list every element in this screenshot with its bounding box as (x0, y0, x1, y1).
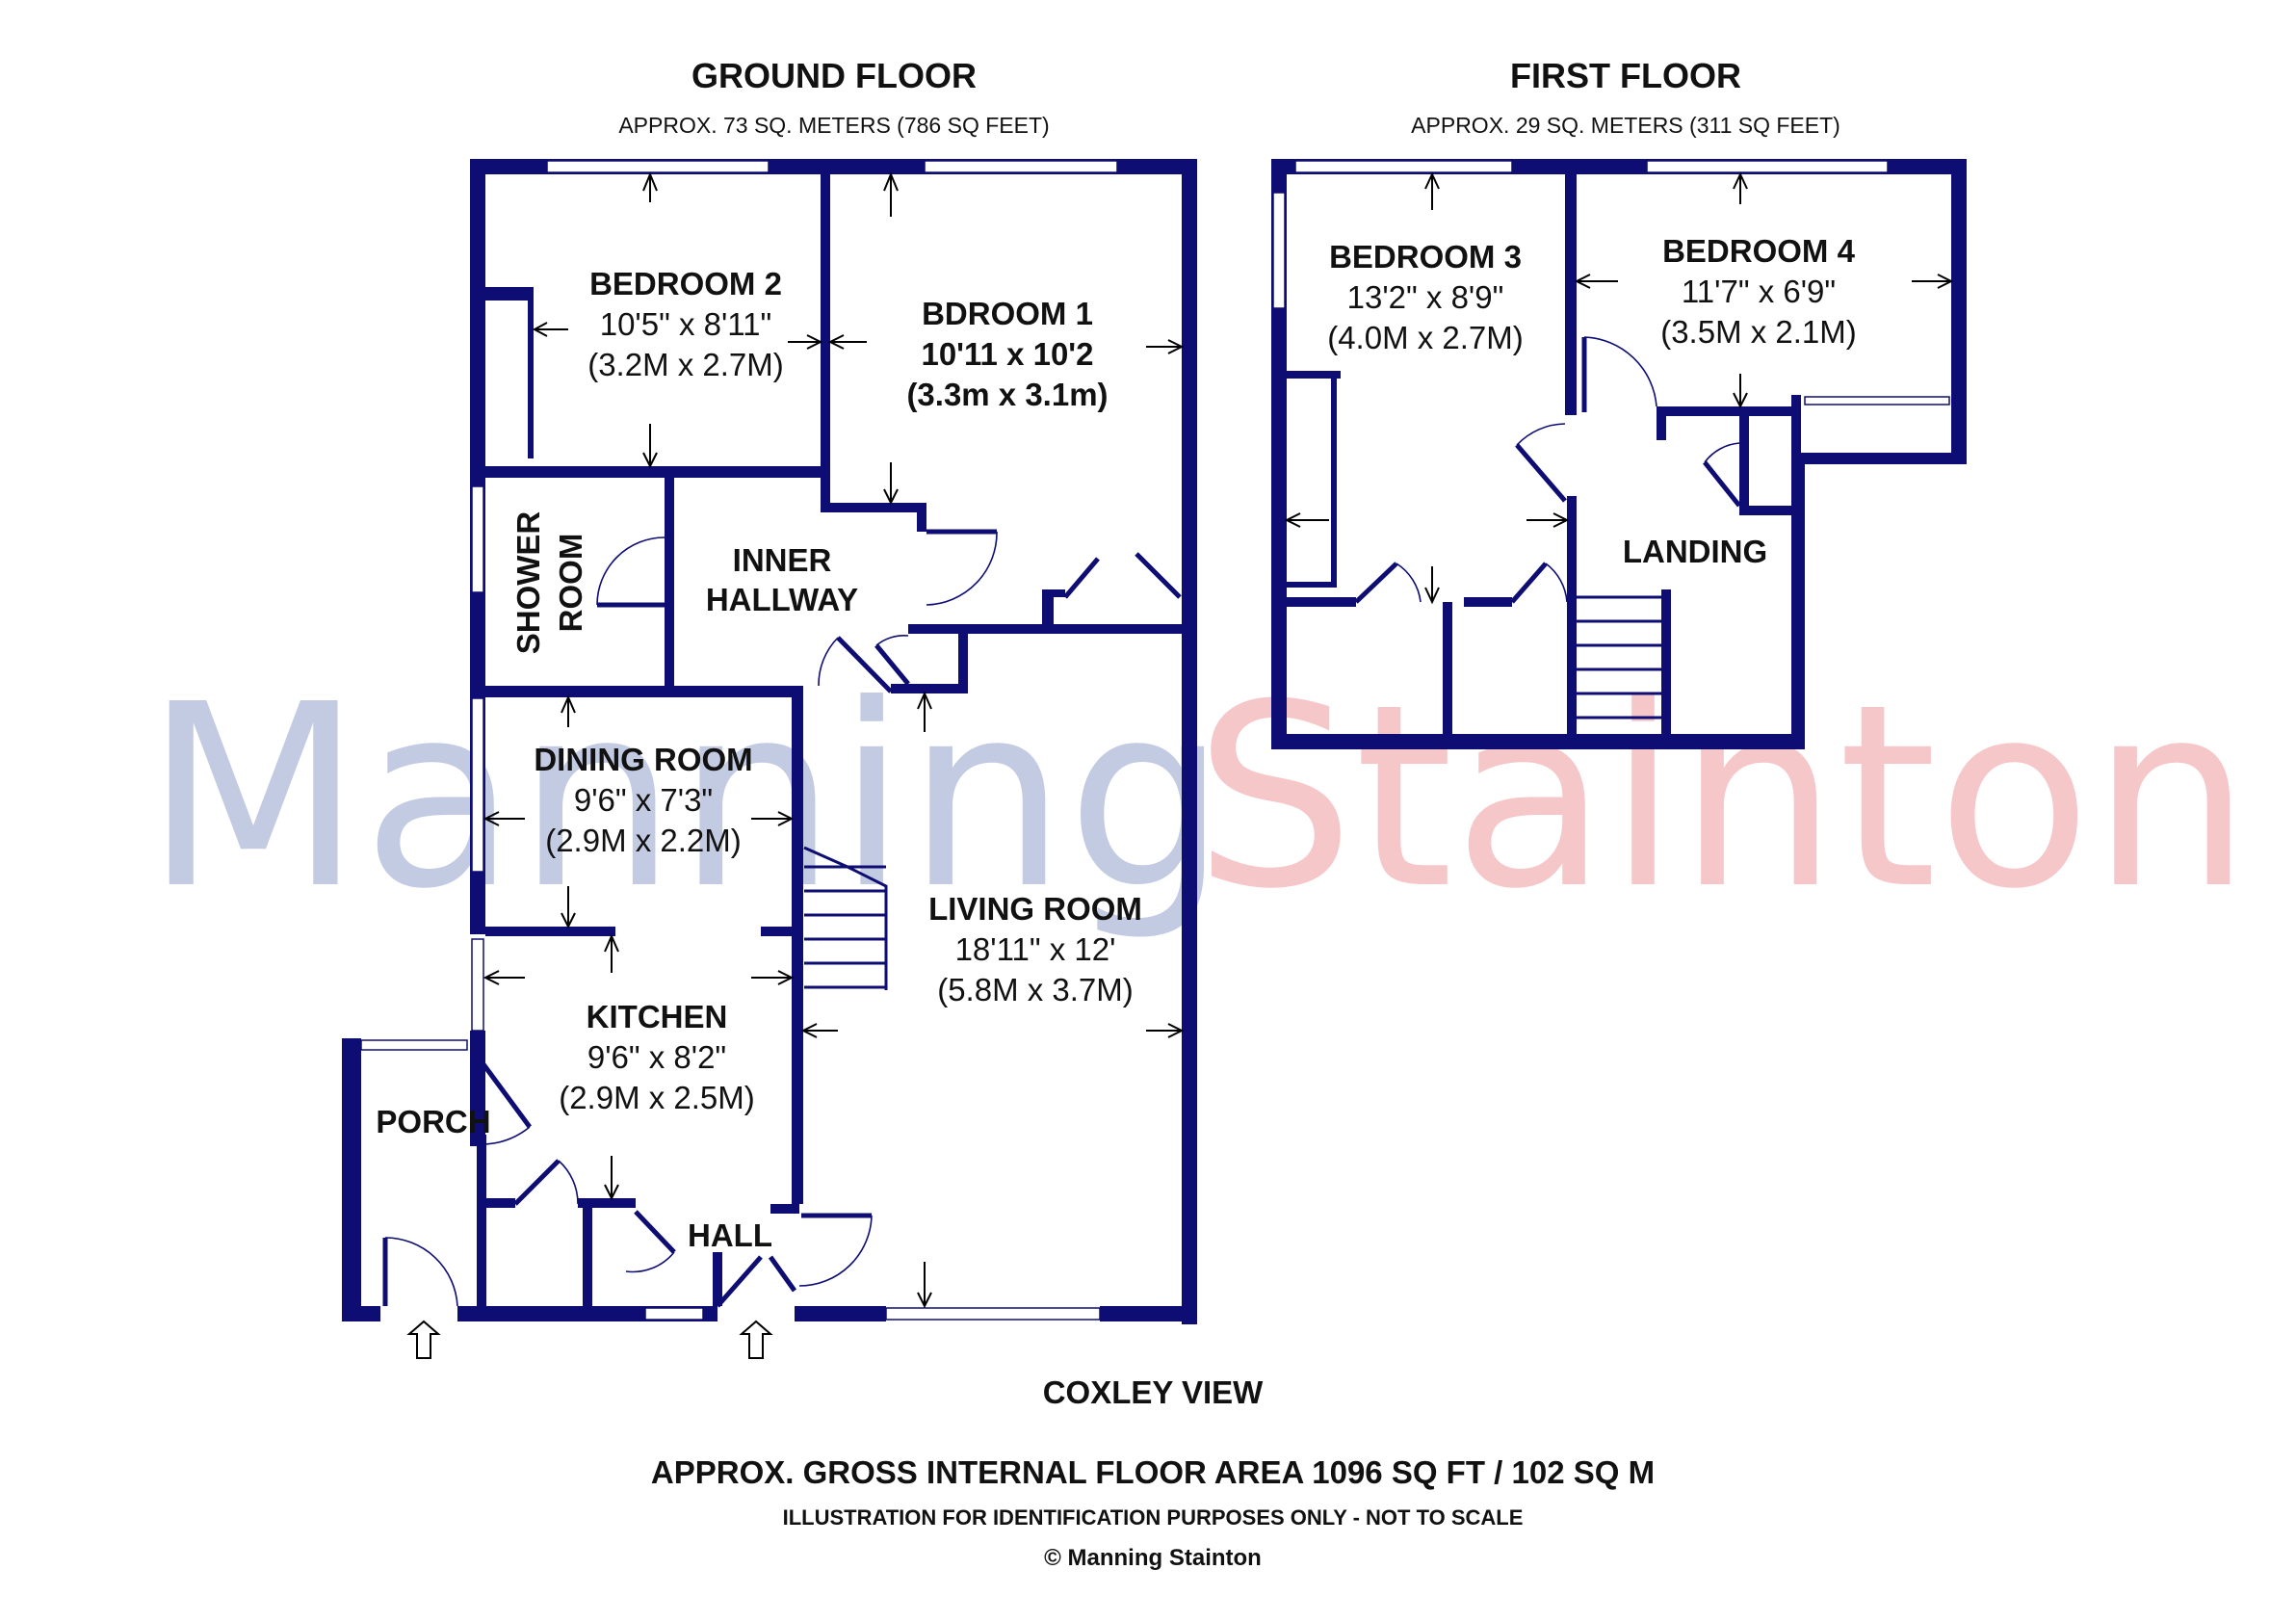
kitchen-name: KITCHEN (587, 999, 728, 1034)
room-bedroom-2: BEDROOM 2 10'5" x 8'11" (3.2M x 2.7M) (587, 266, 784, 382)
living-room-dimensions: 18'11" x 12' (955, 931, 1116, 967)
bedroom-1-name: BDROOM 1 (922, 296, 1093, 331)
room-living-room: LIVING ROOM 18'11" x 12' (5.8M x 3.7M) (928, 891, 1142, 1007)
ground-floor-area: APPROX. 73 SQ. METERS (786 SQ FEET) (618, 113, 1049, 138)
bedroom-3-dimensions: 13'2" x 8'9" (1347, 279, 1504, 315)
dining-room-metric: (2.9M x 2.2M) (545, 823, 742, 858)
room-bedroom-3: BEDROOM 3 13'2" x 8'9" (4.0M x 2.7M) (1327, 239, 1524, 355)
hall-label: HALL (688, 1217, 772, 1253)
ground-floor-doors (382, 529, 1182, 1308)
copyright: © Manning Stainton (1044, 1545, 1262, 1571)
disclaimer: ILLUSTRATION FOR IDENTIFICATION PURPOSES… (783, 1505, 1524, 1530)
bedroom-2-name: BEDROOM 2 (589, 266, 782, 301)
watermark-stainton: Stainton (1194, 650, 2252, 944)
watermark: Manning Stainton (144, 650, 2252, 944)
ground-floor-stairs (803, 846, 888, 990)
inner-hallway-line1: INNER (733, 542, 832, 578)
bedroom-3-name: BEDROOM 3 (1329, 239, 1522, 275)
dining-room-name: DINING ROOM (534, 742, 752, 777)
kitchen-metric: (2.9M x 2.5M) (559, 1080, 755, 1115)
room-bedroom-4: BEDROOM 4 11'7" x 6'9" (3.5M x 2.1M) (1660, 233, 1857, 350)
footer: COXLEY VIEW APPROX. GROSS INTERNAL FLOOR… (651, 1374, 1655, 1571)
room-dining-room: DINING ROOM 9'6" x 7'3" (2.9M x 2.2M) (534, 742, 752, 858)
landing-label: LANDING (1623, 534, 1767, 569)
bedroom-2-dimensions: 10'5" x 8'11" (600, 306, 772, 342)
ground-floor-title: GROUND FLOOR (691, 56, 977, 95)
room-shower-room: SHOWER ROOM (510, 511, 588, 655)
bedroom-2-metric: (3.2M x 2.7M) (587, 347, 784, 382)
dining-room-dimensions: 9'6" x 7'3" (574, 782, 713, 818)
first-floor-stairs (1577, 595, 1664, 719)
porch-label: PORCH (376, 1104, 490, 1139)
bedroom-1-metric: (3.3m x 3.1m) (906, 377, 1108, 412)
bedroom-4-metric: (3.5M x 2.1M) (1660, 314, 1857, 350)
bedroom-1-dimensions: 10'11 x 10'2 (921, 336, 1093, 372)
bedroom-3-metric: (4.0M x 2.7M) (1327, 320, 1524, 355)
living-room-metric: (5.8M x 3.7M) (937, 972, 1134, 1007)
hall-entrance-arrow-icon (739, 1320, 773, 1359)
inner-hallway-line2: HALLWAY (706, 582, 858, 617)
room-inner-hallway: INNER HALLWAY (706, 542, 858, 617)
first-floor-windows (1272, 160, 1950, 406)
ground-floor-dimension-arrows (483, 171, 1185, 1309)
bedroom-4-dimensions: 11'7" x 6'9" (1682, 274, 1836, 309)
shower-room-line2: ROOM (553, 534, 588, 633)
kitchen-dimensions: 9'6" x 8'2" (587, 1039, 726, 1075)
shower-room-line1: SHOWER (510, 511, 546, 655)
watermark-manning: Manning (144, 650, 1227, 944)
first-floor-doors (1354, 336, 1741, 604)
living-room-name: LIVING ROOM (928, 891, 1142, 927)
street-name: COXLEY VIEW (1043, 1374, 1264, 1410)
first-floor-title: FIRST FLOOR (1510, 56, 1741, 95)
ground-floor-walls (342, 159, 1197, 1324)
ground-floor-windows (360, 160, 1118, 1321)
entrance-arrow-icons (406, 1320, 773, 1359)
room-labels: BEDROOM 2 10'5" x 8'11" (3.2M x 2.7M) BD… (376, 233, 1856, 1253)
room-bedroom-1: BDROOM 1 10'11 x 10'2 (3.3m x 3.1m) (906, 296, 1108, 412)
first-floor-dimension-arrows (1284, 171, 1954, 605)
room-kitchen: KITCHEN 9'6" x 8'2" (2.9M x 2.5M) (559, 999, 755, 1115)
porch-entrance-arrow-icon (406, 1320, 441, 1359)
first-floor-area: APPROX. 29 SQ. METERS (311 SQ FEET) (1411, 113, 1840, 138)
bedroom-4-name: BEDROOM 4 (1662, 233, 1856, 269)
gross-area: APPROX. GROSS INTERNAL FLOOR AREA 1096 S… (651, 1454, 1655, 1490)
